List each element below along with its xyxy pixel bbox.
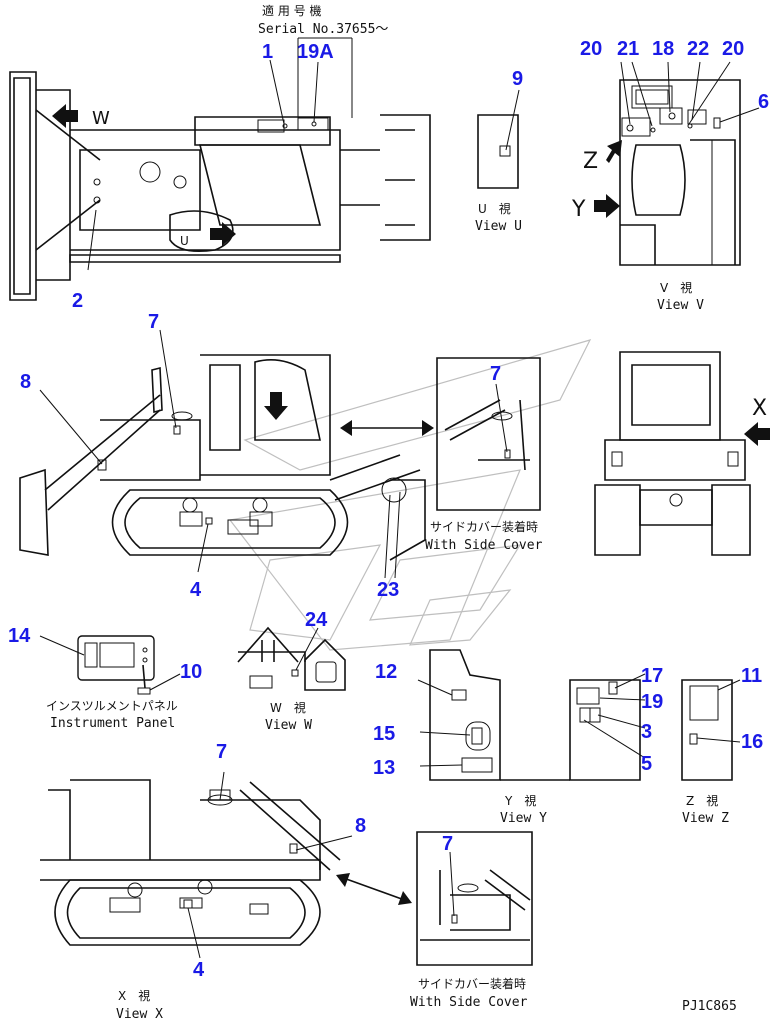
callout-14: 14 [8,625,31,647]
view-u-caption-jp: U 視 [478,201,511,216]
view-y-letter: Y [571,197,586,222]
side-cover-inset-2 [416,831,533,966]
callout-7-view-x: 7 [216,741,227,763]
callout-8-side: 8 [20,371,31,393]
view-x-caption-jp: X 視 [118,988,150,1003]
view-x-caption: View X [116,1007,163,1022]
callout-19a: 19A [297,41,334,63]
callout-7-inset-2: 7 [442,833,453,855]
callout-9: 9 [512,68,523,90]
callout-20-left: 20 [580,38,602,60]
view-w-letter: W [92,108,110,129]
callout-16: 16 [741,731,763,753]
instrument-panel-figure [39,635,181,695]
view-v-caption-jp: V 視 [660,280,692,295]
callout-19: 19 [641,691,663,713]
callout-7-inset-1: 7 [490,363,501,385]
callout-3: 3 [641,721,652,743]
view-z-caption-jp: Z 視 [686,793,718,808]
applicable-machine-label: 適 用 号 機 [262,3,321,18]
view-u-figure [477,89,520,189]
side-cover-inset-1 [436,357,541,511]
view-v-figure: Z Y [571,61,760,266]
callout-4-side: 4 [190,579,202,601]
callout-24: 24 [305,609,328,631]
serial-header: 適 用 号 機 Serial No.37655～ [258,3,388,118]
callout-5: 5 [641,753,652,775]
callout-11: 11 [741,665,762,687]
callout-4-view-x: 4 [193,959,205,981]
callout-1: 1 [262,41,273,63]
view-z-figure [681,679,741,781]
view-y-caption: View Y [500,811,547,826]
callout-23: 23 [377,579,399,601]
callout-8-view-x: 8 [355,815,366,837]
view-x-figure [40,771,412,959]
side-cover-caption-1: With Side Cover [425,538,543,553]
view-w-figure [237,626,346,691]
callout-6: 6 [758,91,769,113]
callout-15: 15 [373,723,395,745]
callout-21: 21 [617,38,639,60]
view-v-caption: View V [657,298,704,313]
side-cover-caption-jp-1: サイドカバー装着時 [430,519,538,534]
callout-10: 10 [180,661,202,683]
view-w-caption-jp: W 視 [270,700,306,715]
callout-7-side: 7 [148,311,159,333]
side-cover-caption-jp-2: サイドカバー装着時 [418,976,526,991]
view-z-letter: Z [583,149,598,174]
view-w-caption: View W [265,718,312,733]
serial-number-label: Serial No.37655～ [258,22,388,37]
side-view-dozer [19,329,434,579]
rear-view-dozer: X [594,351,770,556]
callout-12: 12 [375,661,397,683]
callout-2: 2 [72,290,83,312]
view-y-caption-jp: Y 視 [504,793,536,808]
callout-13: 13 [373,757,395,779]
callout-20-right: 20 [722,38,744,60]
callout-17: 17 [641,665,663,687]
view-y-figure [417,649,646,781]
watermark-logo [228,339,592,651]
callout-22: 22 [687,38,709,60]
view-x-letter: X [752,396,767,421]
callout-18: 18 [652,38,674,60]
view-z-caption: View Z [682,811,729,826]
drawing-code: PJ1C865 [682,999,737,1014]
instrument-panel-caption: Instrument Panel [50,716,175,731]
side-cover-caption-2: With Side Cover [410,995,528,1010]
instrument-panel-caption-jp: インスツルメントパネル [46,699,178,713]
view-u-caption: View U [475,219,522,234]
view-u-letter: U [180,234,189,248]
top-view-dozer: U W [9,59,431,301]
